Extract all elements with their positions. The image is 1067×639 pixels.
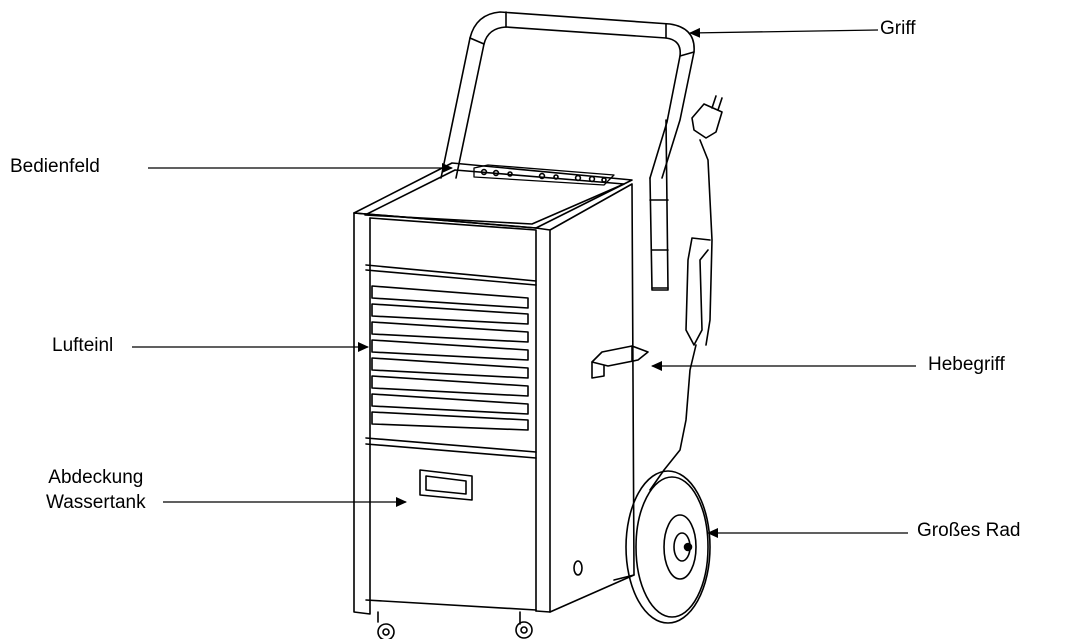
label-griff: Griff [880, 18, 916, 39]
label-abdeckung-line2: Wassertank [46, 492, 146, 513]
label-grosses-rad: Großes Rad [917, 520, 1021, 541]
big-wheel [625, 470, 711, 624]
body-front [353, 212, 551, 615]
griff-leader [689, 27, 879, 38]
power-cord [649, 95, 723, 491]
handle-part [440, 11, 695, 291]
label-bedienfeld: Bedienfeld [10, 156, 100, 177]
top-cover [353, 162, 633, 229]
casters [377, 611, 533, 639]
label-hebegriff: Hebegriff [928, 354, 1005, 375]
label-abdeckung-line1: Abdeckung [48, 467, 144, 488]
body-side [549, 183, 649, 613]
label-lufteinl: Lufteinl [52, 335, 114, 356]
label-abdeckung-wassertank: Abdeckung Wassertank [46, 465, 146, 515]
